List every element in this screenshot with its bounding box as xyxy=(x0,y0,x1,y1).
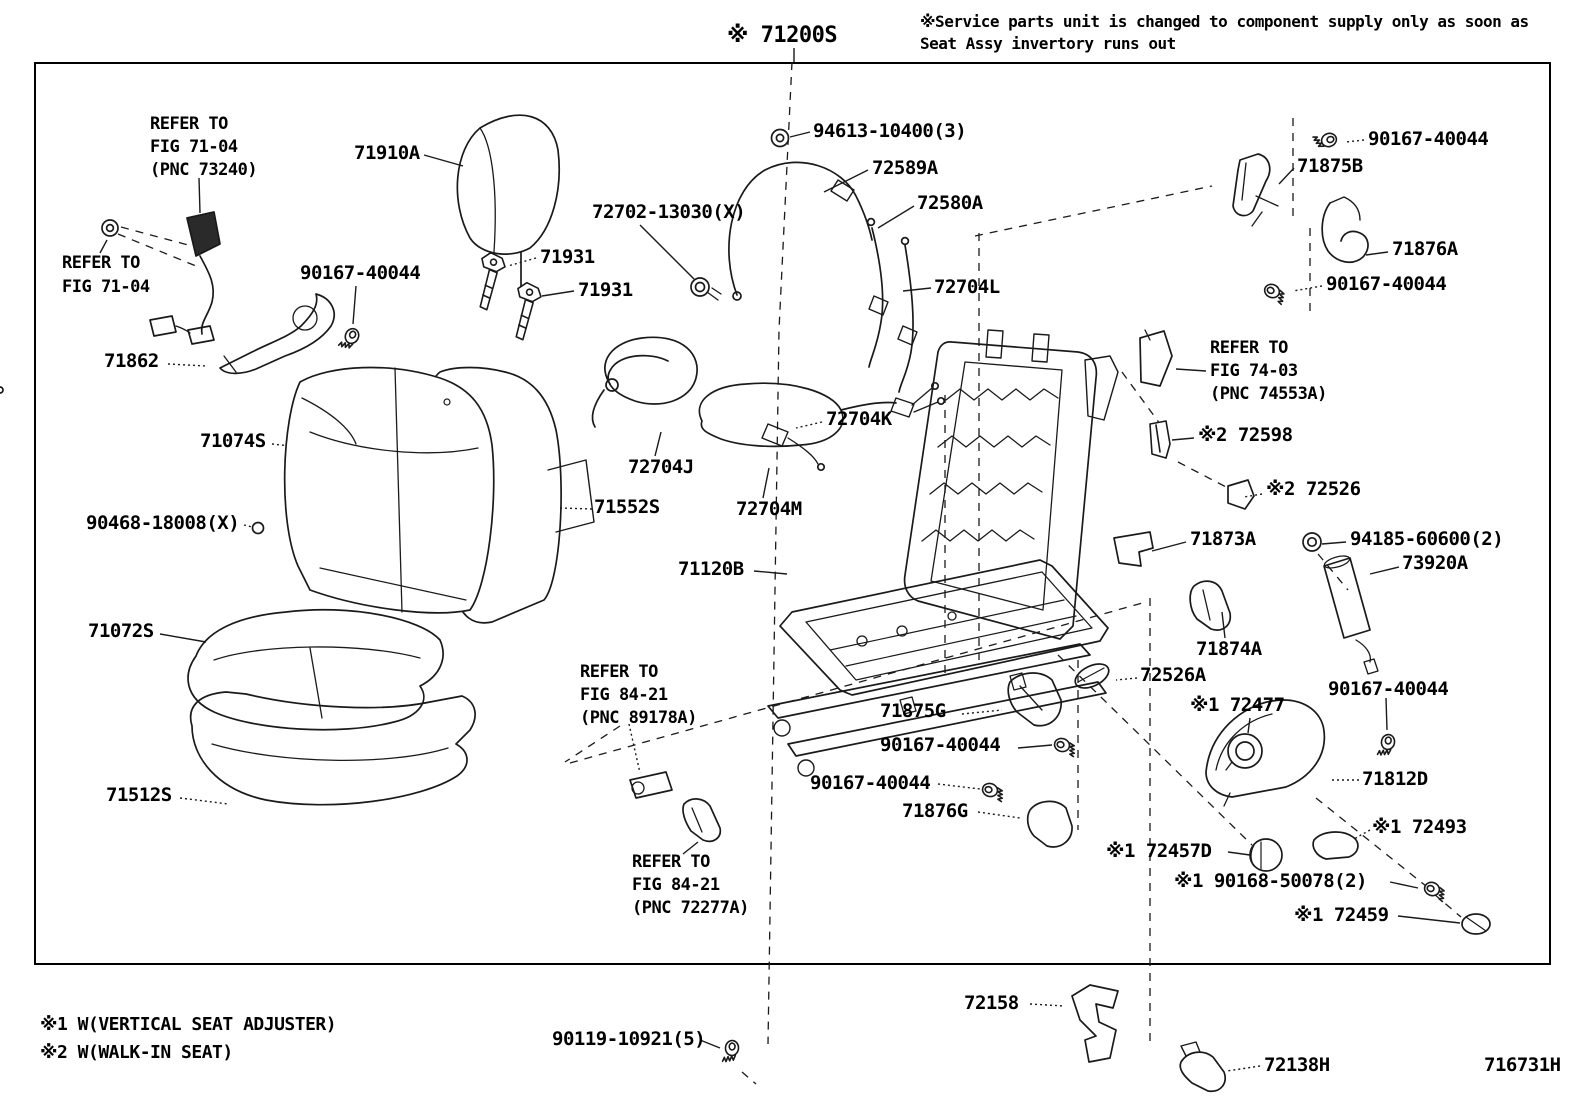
part-label-ref-89178-3: (PNC 89178A) xyxy=(580,708,697,728)
sketch-72493-handle xyxy=(1312,831,1359,860)
sketch-72526A-cover xyxy=(1074,663,1110,689)
part-label-p71873A: 71873A xyxy=(1190,528,1256,550)
part-label-p71931-b: 71931 xyxy=(578,279,633,301)
part-label-p71552S: 71552S xyxy=(594,496,660,518)
part-label-p90167-c: 90167-40044 xyxy=(1326,273,1447,295)
sketch-72457D-knob xyxy=(1249,838,1283,872)
part-label-ref-72277-2: FIG 84-21 xyxy=(632,875,720,895)
sketch-72158-clip xyxy=(1071,984,1119,1063)
sketch-71862-lever xyxy=(219,293,335,375)
sketch-anchor-nut xyxy=(101,219,119,237)
part-label-ref-72277-3: (PNC 72277A) xyxy=(632,898,749,918)
part-label-ref-7403-2: FIG 74-03 xyxy=(1210,361,1298,381)
sketch-72702-bolt xyxy=(690,277,722,301)
part-label-p90167-f: 90167-40044 xyxy=(1328,678,1449,700)
part-label-ref-73240-1: REFER TO xyxy=(150,114,228,134)
part-label-p90168: ※1 90168-50078(2) xyxy=(1174,870,1368,892)
service-note-line1: ※Service parts unit is changed to compon… xyxy=(920,12,1529,31)
drawing-number: 716731H xyxy=(1484,1054,1561,1076)
part-label-p90167-a: 90167-40044 xyxy=(300,262,421,284)
part-label-p71931-a: 71931 xyxy=(540,246,595,268)
part-label-p72138H: 72138H xyxy=(1264,1054,1330,1076)
part-label-ref-7403-3: (PNC 74553A) xyxy=(1210,384,1327,404)
sketch-72138H-hook xyxy=(1179,1041,1226,1093)
part-label-p72580A: 72580A xyxy=(917,192,983,214)
sketch-71812D-shield xyxy=(1205,699,1326,807)
part-label-p72704M: 72704M xyxy=(736,498,802,520)
sketch-71874A-hook xyxy=(1189,580,1232,631)
footnote-1: ※1 W(VERTICAL SEAT ADJUSTER) xyxy=(40,1014,337,1035)
leader-lines xyxy=(99,48,1461,1072)
sketch-belt-buckle xyxy=(149,211,221,345)
part-label-p90167-b: 90167-40044 xyxy=(1368,128,1489,150)
sketch-cables xyxy=(591,161,946,472)
part-label-p71876A: 71876A xyxy=(1392,238,1458,260)
sketch-89178A-clamp xyxy=(629,771,673,799)
part-label-p72526A: 72526A xyxy=(1140,664,1206,686)
sketch-72277A-bracket xyxy=(682,798,722,843)
sketch-72477-ring xyxy=(1225,733,1263,771)
sketch-72459-cap xyxy=(1461,913,1491,935)
sketch-71876A-hook xyxy=(1321,196,1369,264)
part-label-p72477: ※1 72477 xyxy=(1190,694,1285,716)
part-label-p94185: 94185-60600(2) xyxy=(1350,528,1504,550)
part-label-p72459: ※1 72459 xyxy=(1294,904,1389,926)
part-label-ref-89178-1: REFER TO xyxy=(580,662,658,682)
footnote-2: ※2 W(WALK-IN SEAT) xyxy=(40,1042,233,1063)
part-label-p71875B: 71875B xyxy=(1297,155,1363,177)
part-label-p72704K: 72704K xyxy=(826,408,892,430)
sketch-cushion-frame xyxy=(767,559,1109,777)
part-label-p90119: 90119-10921(5) xyxy=(552,1028,706,1050)
sketch-71875B-hook xyxy=(1232,153,1279,227)
part-label-p90468: 90468-18008(X) xyxy=(86,512,240,534)
sketch-94613-ring xyxy=(770,128,790,148)
part-label-p72457D: ※1 72457D xyxy=(1106,840,1212,862)
part-label-p72158: 72158 xyxy=(964,992,1019,1014)
part-label-p71875G: 71875G xyxy=(880,700,946,722)
sketch-94185-grommet xyxy=(1302,532,1322,552)
part-label-p73920A: 73920A xyxy=(1402,552,1468,574)
sketch-72526-clip xyxy=(1227,479,1255,510)
part-label-ref-89178-2: FIG 84-21 xyxy=(580,685,668,705)
part-label-p71074S: 71074S xyxy=(200,430,266,452)
sketch-seatback-frame xyxy=(903,329,1119,640)
part-label-ref-73240-3: (PNC 73240) xyxy=(150,160,258,180)
part-label-p71120B: 71120B xyxy=(678,558,744,580)
part-label-p71876G: 71876G xyxy=(902,800,968,822)
part-label-ref-7403-1: REFER TO xyxy=(1210,338,1288,358)
part-label-p72598: ※2 72598 xyxy=(1198,424,1293,446)
sketch-cushion-pad xyxy=(189,691,476,806)
part-label-ref-73240-2: FIG 71-04 xyxy=(150,137,238,157)
part-label-p72704J: 72704J xyxy=(628,456,694,478)
part-label-p71874A: 71874A xyxy=(1196,638,1262,660)
part-label-p71812D: 71812D xyxy=(1362,768,1428,790)
sketch-74553A-flag xyxy=(1139,329,1173,387)
part-label-ref-7104-1: REFER TO xyxy=(62,253,140,273)
sketch-73920A-sensor xyxy=(1323,555,1379,675)
part-label-p72493: ※1 72493 xyxy=(1372,816,1467,838)
part-label-p90167-d: 90167-40044 xyxy=(880,734,1001,756)
sketch-71876G-lever xyxy=(1026,800,1073,848)
part-label-p71862: 71862 xyxy=(104,350,159,372)
part-label-p72526: ※2 72526 xyxy=(1266,478,1361,500)
sketch-90468-ring xyxy=(251,521,265,535)
service-note-line2: Seat Assy invertory runs out xyxy=(920,34,1176,53)
sketch-71873A-clip xyxy=(1113,531,1154,567)
assembly-code-label: ※ 71200S xyxy=(727,23,838,48)
part-label-p71512S: 71512S xyxy=(106,784,172,806)
part-label-ref-7104-2: FIG 71-04 xyxy=(62,277,150,297)
part-label-p72704L: 72704L xyxy=(934,276,1000,298)
part-label-ref-72277-1: REFER TO xyxy=(632,852,710,872)
part-label-p72589A: 72589A xyxy=(872,157,938,179)
part-label-p72702: 72702-13030(X) xyxy=(592,201,746,223)
part-label-p94613: 94613-10400(3) xyxy=(813,120,967,142)
part-label-p71910A: 71910A xyxy=(354,142,420,164)
sketch-71875G-lever xyxy=(1007,672,1062,727)
sketch-seatback-covers xyxy=(0,366,595,624)
part-label-p71072S: 71072S xyxy=(88,620,154,642)
part-label-p90167-e: 90167-40044 xyxy=(810,772,931,794)
